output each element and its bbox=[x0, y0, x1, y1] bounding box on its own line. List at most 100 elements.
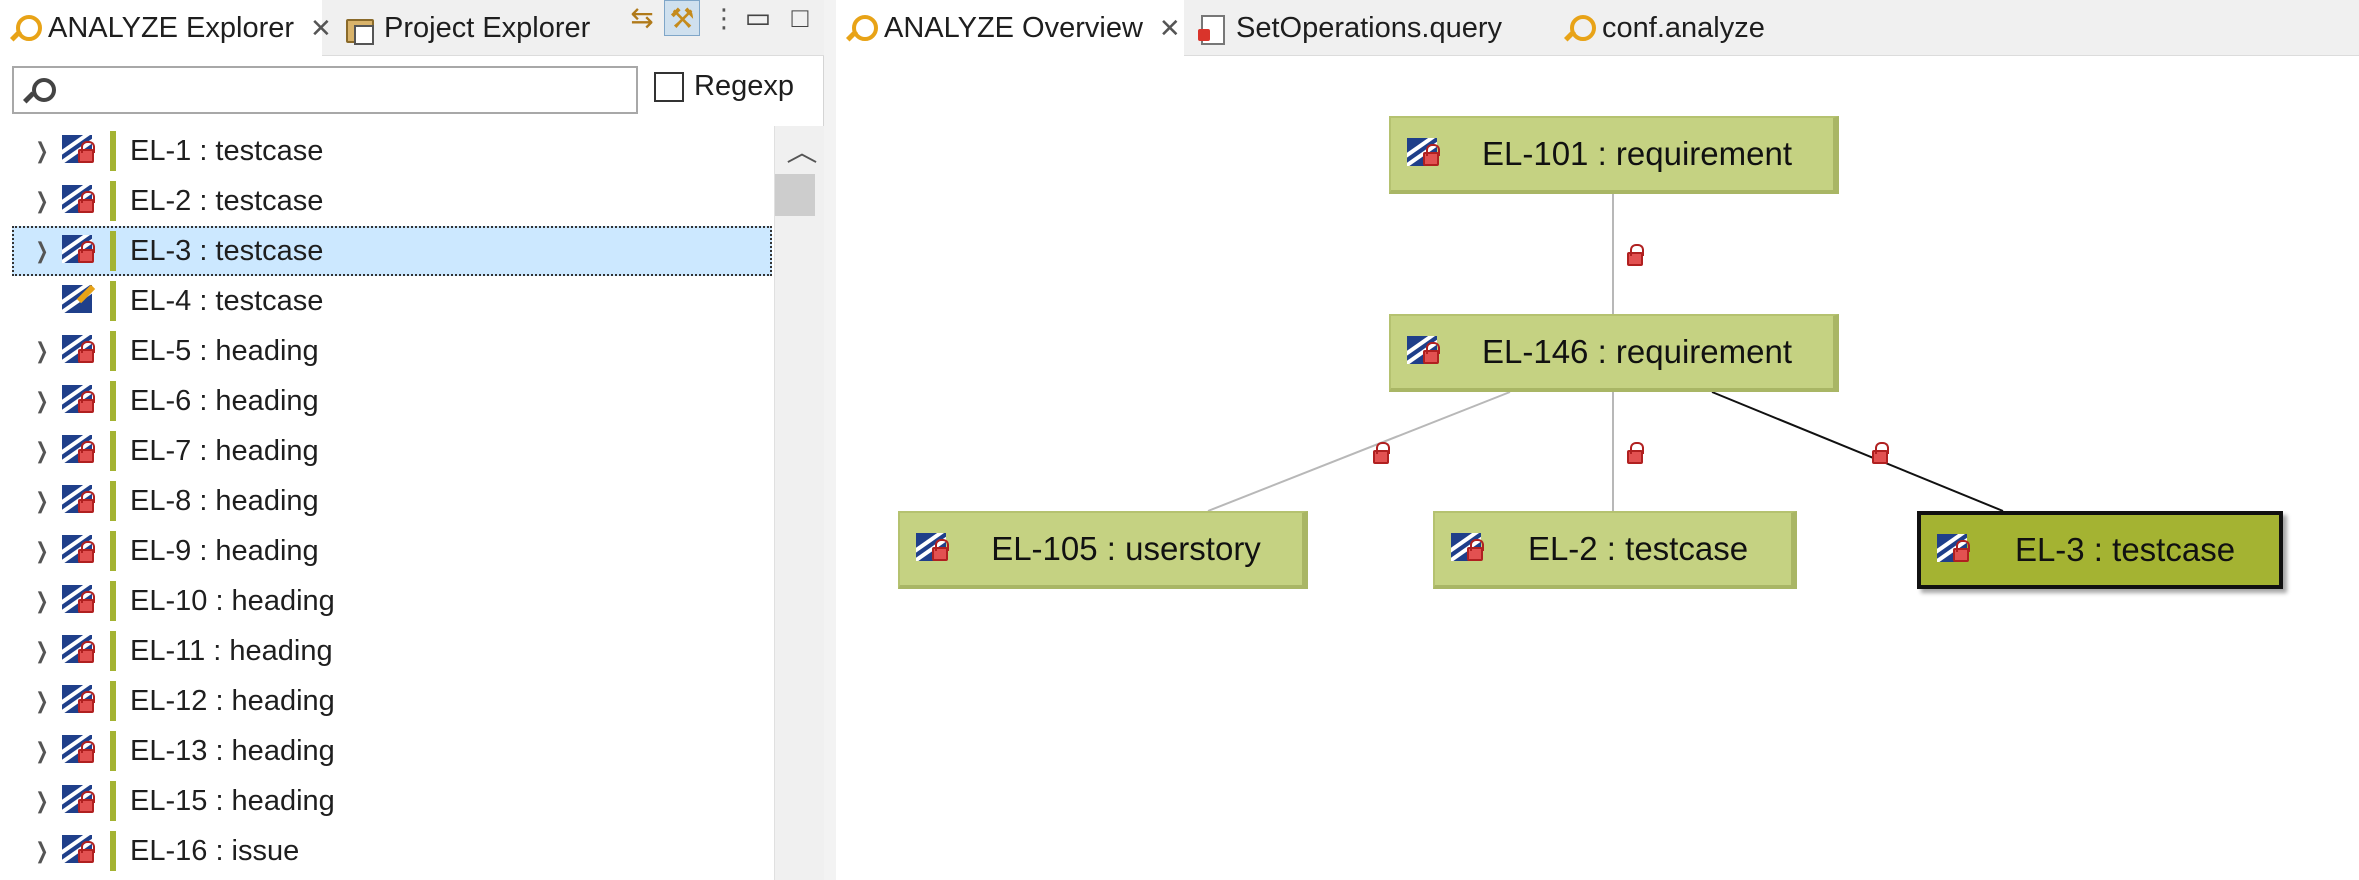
edge-lock-icon bbox=[1871, 441, 1889, 464]
graph-node[interactable]: EL-105 : userstory bbox=[898, 511, 1308, 589]
chevron-right-icon[interactable]: ❯ bbox=[35, 388, 49, 413]
graph-node[interactable]: EL-3 : testcase bbox=[1917, 511, 2283, 589]
filter-toggle-button[interactable]: ⚒ bbox=[664, 0, 700, 36]
graph-node-label: EL-2 : testcase bbox=[1527, 530, 1749, 567]
chevron-right-icon[interactable]: ❯ bbox=[35, 588, 49, 613]
regexp-checkbox[interactable] bbox=[654, 72, 684, 102]
chevron-right-icon[interactable]: ❯ bbox=[35, 638, 49, 663]
tree-item[interactable]: ❯EL-4 : testcase bbox=[12, 276, 772, 326]
tree-item[interactable]: ❯EL-7 : heading bbox=[12, 426, 772, 476]
element-flag-icon bbox=[62, 235, 96, 267]
tab-analyze-overview[interactable]: ANALYZE Overview ✕ bbox=[836, 0, 1184, 56]
element-flag-icon bbox=[62, 485, 96, 517]
status-bar-marker bbox=[110, 381, 116, 421]
maximize-button[interactable]: □ bbox=[782, 0, 818, 36]
status-bar-marker bbox=[110, 481, 116, 521]
edge-lock-icon bbox=[1627, 244, 1644, 266]
element-flag-icon bbox=[62, 535, 96, 567]
tree-item-label: EL-4 : testcase bbox=[130, 284, 324, 317]
tree-item[interactable]: ❯ EL-13 : heading bbox=[12, 726, 772, 776]
element-flag-icon bbox=[62, 585, 96, 617]
chevron-right-icon[interactable]: ❯ bbox=[35, 788, 49, 813]
element-flag-icon bbox=[1937, 534, 1971, 566]
scroll-thumb[interactable] bbox=[775, 174, 815, 216]
graph-node-label: EL-3 : testcase bbox=[2014, 531, 2236, 568]
element-flag-icon bbox=[62, 185, 96, 217]
status-bar-marker bbox=[110, 281, 116, 321]
kebab-menu-icon: ⋮ bbox=[711, 3, 737, 33]
tree-item-label: EL-12 : heading bbox=[130, 684, 335, 717]
graph-node-label: EL-146 : requirement bbox=[1481, 333, 1792, 370]
magnifier-icon bbox=[1562, 13, 1596, 43]
analyze-overview-editor: ANALYZE Overview ✕ SetOperations.query c… bbox=[836, 0, 2359, 880]
graph-node[interactable]: EL-101 : requirement bbox=[1389, 116, 1839, 194]
element-flag-icon bbox=[62, 135, 96, 167]
tree-item[interactable]: ❯EL-11 : heading bbox=[12, 626, 772, 676]
tree-item-label: EL-16 : issue bbox=[130, 834, 300, 867]
filter-icon: ⚒ bbox=[669, 3, 695, 34]
status-bar-marker bbox=[110, 581, 116, 621]
tab-conf-analyze[interactable]: conf.analyze bbox=[1562, 0, 1822, 56]
editor-tab-bar: ANALYZE Overview ✕ SetOperations.query c… bbox=[836, 0, 2359, 56]
tab-analyze-explorer[interactable]: ANALYZE Explorer ✕ bbox=[0, 0, 332, 56]
tree-item[interactable]: ❯EL-6 : heading bbox=[12, 376, 772, 426]
tree-item[interactable]: ❯EL-3 : testcase bbox=[12, 226, 772, 276]
tree-item[interactable]: ❯EL-5 : heading bbox=[12, 326, 772, 376]
status-bar-marker bbox=[110, 131, 116, 171]
search-input[interactable] bbox=[58, 72, 628, 108]
tab-setoperations-query[interactable]: SetOperations.query bbox=[1194, 0, 1514, 56]
analyze-explorer-panel: ANALYZE Explorer ✕ Project Explorer ⇆ ⚒ … bbox=[0, 0, 824, 880]
tree-item-label: EL-8 : heading bbox=[130, 484, 319, 517]
tree-item[interactable]: ❯ EL-8 : heading bbox=[12, 476, 772, 526]
element-flag-icon bbox=[62, 785, 96, 817]
element-flag-icon bbox=[62, 435, 96, 467]
tree-item-label: EL-13 : heading bbox=[130, 734, 335, 767]
tree-item[interactable]: ❯ EL-12 : heading bbox=[12, 676, 772, 726]
chevron-right-icon[interactable]: ❯ bbox=[35, 688, 49, 713]
tab-project-explorer[interactable]: Project Explorer bbox=[328, 0, 608, 56]
graph-node[interactable]: EL-2 : testcase bbox=[1433, 511, 1797, 589]
element-flag-icon bbox=[62, 635, 96, 667]
tree-item[interactable]: ❯ EL-9 : heading bbox=[12, 526, 772, 576]
close-icon[interactable]: ✕ bbox=[1158, 12, 1181, 43]
tree-item[interactable]: ❯EL-15 : heading bbox=[12, 776, 772, 826]
element-tree: ❯EL-1 : testcase❯EL-2 : testcase❯EL-3 : … bbox=[0, 126, 774, 880]
chevron-right-icon[interactable]: ❯ bbox=[35, 838, 49, 863]
element-flag-icon bbox=[916, 533, 950, 565]
element-flag-icon bbox=[62, 835, 96, 867]
graph-edge[interactable] bbox=[1207, 391, 1511, 512]
graph-edge[interactable] bbox=[1711, 391, 2004, 512]
element-flag-icon bbox=[62, 685, 96, 717]
chevron-right-icon[interactable]: ❯ bbox=[35, 138, 49, 163]
link-with-editor-button[interactable]: ⇆ bbox=[624, 0, 660, 36]
tree-item[interactable]: ❯ EL-10 : heading bbox=[12, 576, 772, 626]
close-icon[interactable]: ✕ bbox=[310, 12, 332, 43]
tree-item[interactable]: ❯ EL-16 : issue bbox=[12, 826, 772, 876]
search-box[interactable] bbox=[12, 66, 638, 114]
chevron-right-icon[interactable]: ❯ bbox=[35, 338, 49, 363]
tree-scrollbar[interactable]: ︿ bbox=[774, 126, 824, 880]
chevron-right-icon[interactable]: ❯ bbox=[35, 188, 49, 213]
element-edit-icon bbox=[62, 284, 96, 317]
tab-label: ANALYZE Overview bbox=[884, 11, 1143, 44]
status-bar-marker bbox=[110, 531, 116, 571]
element-flag-icon bbox=[62, 385, 96, 417]
status-bar-marker bbox=[110, 831, 116, 871]
chevron-right-icon[interactable]: ❯ bbox=[35, 538, 49, 563]
edge-lock-icon bbox=[1373, 441, 1390, 464]
chevron-right-icon[interactable]: ❯ bbox=[35, 238, 49, 263]
tree-item-label: EL-9 : heading bbox=[130, 534, 319, 567]
tree-item[interactable]: ❯EL-2 : testcase bbox=[12, 176, 772, 226]
chevron-right-icon[interactable]: ❯ bbox=[35, 438, 49, 463]
chevron-right-icon[interactable]: ❯ bbox=[35, 488, 49, 513]
element-flag-icon bbox=[62, 335, 96, 367]
graph-node[interactable]: EL-146 : requirement bbox=[1389, 314, 1839, 392]
tab-label: SetOperations.query bbox=[1236, 11, 1502, 44]
link-arrows-icon: ⇆ bbox=[630, 2, 654, 33]
tree-item[interactable]: ❯EL-1 : testcase bbox=[12, 126, 772, 176]
minimize-button[interactable]: ▭ bbox=[740, 0, 776, 36]
chevron-right-icon[interactable]: ❯ bbox=[35, 738, 49, 763]
view-menu-button[interactable]: ⋮ bbox=[706, 0, 742, 36]
scroll-up-icon[interactable]: ︿ bbox=[786, 137, 818, 167]
tree-item-label: EL-10 : heading bbox=[130, 584, 335, 617]
